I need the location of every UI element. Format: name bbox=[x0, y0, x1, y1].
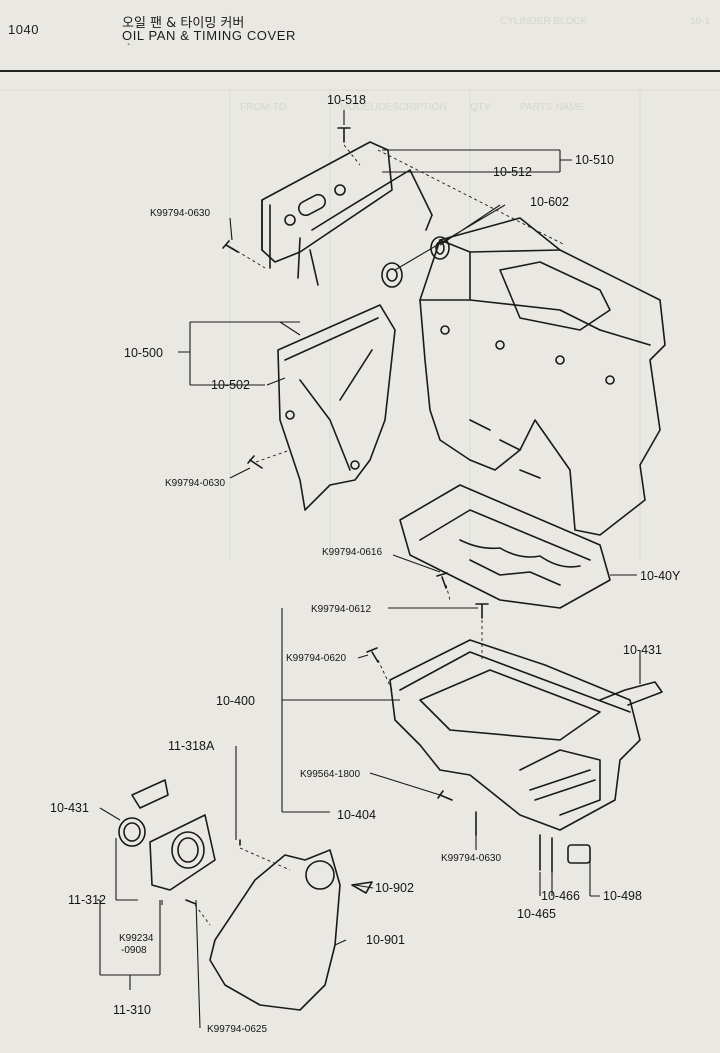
bolts bbox=[185, 127, 489, 905]
callout-k99794-0625: K99794-0625 bbox=[207, 1024, 267, 1035]
title-mark: ` bbox=[127, 43, 131, 54]
upper-cover-gasket bbox=[297, 169, 433, 286]
callout-k99794-0630-mid: K99794-0630 bbox=[165, 478, 225, 489]
header-rule bbox=[0, 70, 720, 72]
callout-k99564-1800: K99564-1800 bbox=[300, 769, 360, 780]
ghost-parts-name: PARTS NAME bbox=[520, 102, 584, 113]
oil-seals bbox=[381, 236, 450, 288]
callout-k99794-0620: K99794-0620 bbox=[286, 653, 346, 664]
callout-10-602: 10-602 bbox=[530, 195, 569, 209]
dashed-guides bbox=[194, 144, 566, 926]
ghost-section: 10-1 bbox=[690, 16, 710, 27]
callout-k99794-0630-lower: K99794-0630 bbox=[441, 853, 501, 864]
page-number: 1040 bbox=[8, 22, 39, 37]
callout-10-902: 10-902 bbox=[375, 881, 414, 895]
callout-k99794-0630-upper: K99794-0630 bbox=[150, 208, 210, 219]
callout-k99794-0612: K99794-0612 bbox=[311, 604, 371, 615]
upper-timing-cover bbox=[261, 141, 393, 269]
callout-10-400: 10-400 bbox=[216, 694, 255, 708]
callout-10-498: 10-498 bbox=[603, 889, 642, 903]
callout-10-502: 10-502 bbox=[211, 378, 250, 392]
callout-10-901: 10-901 bbox=[366, 933, 405, 947]
title-korean: 오일 팬 & 타이밍 커버 bbox=[122, 16, 245, 31]
cylinder-block bbox=[419, 217, 666, 536]
callout-10-404: 10-404 bbox=[337, 808, 376, 822]
callout-10-500: 10-500 bbox=[124, 346, 163, 360]
callout-10-518: 10-518 bbox=[327, 93, 366, 107]
oil-baffle bbox=[399, 484, 611, 609]
callout-10-431-left: 10-431 bbox=[50, 801, 89, 815]
oil-pan bbox=[389, 639, 663, 831]
callout-10-465: 10-465 bbox=[517, 907, 556, 921]
callout-11-310: 11-310 bbox=[113, 1003, 151, 1017]
bleed-through: CYLINDER BLOCK 10-1 PARTS NAME QTY MODEL… bbox=[0, 16, 720, 560]
callout-11-318a: 11-318A bbox=[168, 739, 215, 753]
ghost-qty: QTY bbox=[470, 102, 491, 113]
callout-0908: -0908 bbox=[121, 945, 147, 956]
callout-10-40y: 10-40Y bbox=[640, 569, 681, 583]
callout-k99234: K99234 bbox=[119, 933, 154, 944]
callout-10-512: 10-512 bbox=[493, 165, 532, 179]
callout-labels: 10-518 10-510 10-512 10-602 K99794-0630 … bbox=[50, 93, 681, 1035]
ghost-from-to: FROM-TO bbox=[240, 102, 287, 113]
callout-10-466: 10-466 bbox=[541, 889, 580, 903]
rear-end-plate bbox=[209, 849, 373, 1011]
lower-timing-cover bbox=[277, 304, 396, 511]
leader-lines bbox=[97, 110, 641, 1029]
ghost-cylinder-block: CYLINDER BLOCK bbox=[500, 16, 588, 27]
callout-11-312: 11-312 bbox=[68, 893, 106, 907]
callout-k99794-0616: K99794-0616 bbox=[322, 547, 382, 558]
rear-seal-retainer bbox=[118, 779, 216, 891]
title-english: OIL PAN & TIMING COVER bbox=[122, 28, 297, 43]
callout-10-431-right: 10-431 bbox=[623, 643, 662, 657]
ghost-model: MODEL/DESCRIPTION bbox=[340, 102, 447, 113]
callout-10-510: 10-510 bbox=[575, 153, 614, 167]
